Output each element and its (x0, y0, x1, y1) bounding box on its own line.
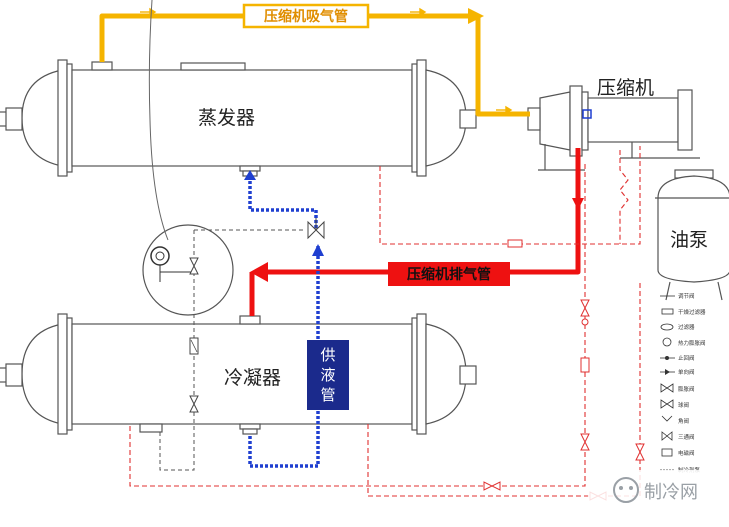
legend-item: 止回阀 (660, 354, 695, 362)
condenser-label: 冷凝器 (224, 367, 281, 389)
filter-icon (580, 357, 590, 373)
suction-flow-ticks (140, 7, 513, 115)
supply-pipe-label-3: 管 (320, 386, 335, 404)
supply-up-arrow-icon (312, 244, 324, 256)
condenser-vessel (0, 313, 477, 435)
legend-item: 膨胀阀 (660, 383, 695, 393)
legend: 调节阀 干燥过滤器 过滤器 热力膨胀阀 止回阀 单向阀 膨胀阀 (660, 292, 706, 474)
float-ball-icon (150, 246, 170, 266)
svg-text:角阀: 角阀 (678, 417, 689, 425)
control-lines (159, 229, 306, 471)
svg-text:干燥过滤器: 干燥过滤器 (678, 308, 706, 316)
compressor-label: 压缩机 (597, 77, 654, 99)
svg-text:膨胀阀: 膨胀阀 (678, 385, 695, 393)
discharge-down-arrow-icon (572, 198, 584, 210)
float-valve-detail-circle (142, 224, 234, 316)
oil-return-lines (129, 146, 641, 497)
legend-item: 过滤器 (660, 323, 695, 331)
legend-item: 电磁阀 (661, 448, 695, 457)
watermark: 制冷网 (588, 470, 726, 510)
compressor-sensor-icon (582, 109, 592, 119)
expansion-valve-icon (307, 218, 325, 240)
supply-pipe-label-2: 液 (320, 366, 335, 384)
supply-pipe-label-box (307, 340, 349, 410)
stop-valve-icon (189, 257, 199, 413)
svg-text:止回阀: 止回阀 (678, 354, 695, 362)
legend-item: 干燥过滤器 (661, 308, 706, 316)
discharge-pipe (249, 148, 581, 316)
svg-text:单向阀: 单向阀 (678, 368, 695, 376)
legend-item: 热力膨胀阀 (662, 337, 706, 347)
dryer-filter-icon (507, 239, 523, 248)
compressor-unit (527, 85, 700, 171)
sensor-wire (148, 0, 169, 241)
evaporator-vessel (0, 59, 477, 177)
oil-pump-label: 油泵 (670, 229, 708, 251)
watermark-text: 制冷网 (644, 482, 698, 503)
legend-item: 三通阀 (661, 431, 695, 441)
supply-pipe-label-1: 供 (320, 346, 335, 364)
svg-text:电磁阀: 电磁阀 (678, 449, 695, 457)
discharge-arrow-icon (250, 262, 268, 282)
suction-pipe-label: 压缩机吸气管 (264, 8, 348, 25)
suction-arrow-icon (468, 8, 484, 24)
evaporator-label: 蒸发器 (198, 107, 255, 129)
legend-item: 单向阀 (660, 368, 695, 376)
svg-text:球阀: 球阀 (678, 401, 689, 409)
wechat-icon (613, 477, 639, 503)
svg-text:调节阀: 调节阀 (678, 292, 695, 300)
svg-text:过滤器: 过滤器 (678, 323, 695, 331)
legend-item: 球阀 (660, 399, 689, 409)
svg-text:热力膨胀阀: 热力膨胀阀 (678, 339, 706, 347)
oil-pump-tank (655, 169, 729, 301)
discharge-pipe-label: 压缩机排气管 (407, 266, 491, 283)
legend-item: 调节阀 (660, 292, 695, 300)
svg-text:三通阀: 三通阀 (678, 433, 695, 441)
discharge-pipe-label-box (388, 262, 510, 286)
supply-top-arrow-icon (244, 170, 256, 180)
legend-item: 角阀 (661, 415, 689, 425)
suction-pipe-label-box (242, 3, 370, 29)
